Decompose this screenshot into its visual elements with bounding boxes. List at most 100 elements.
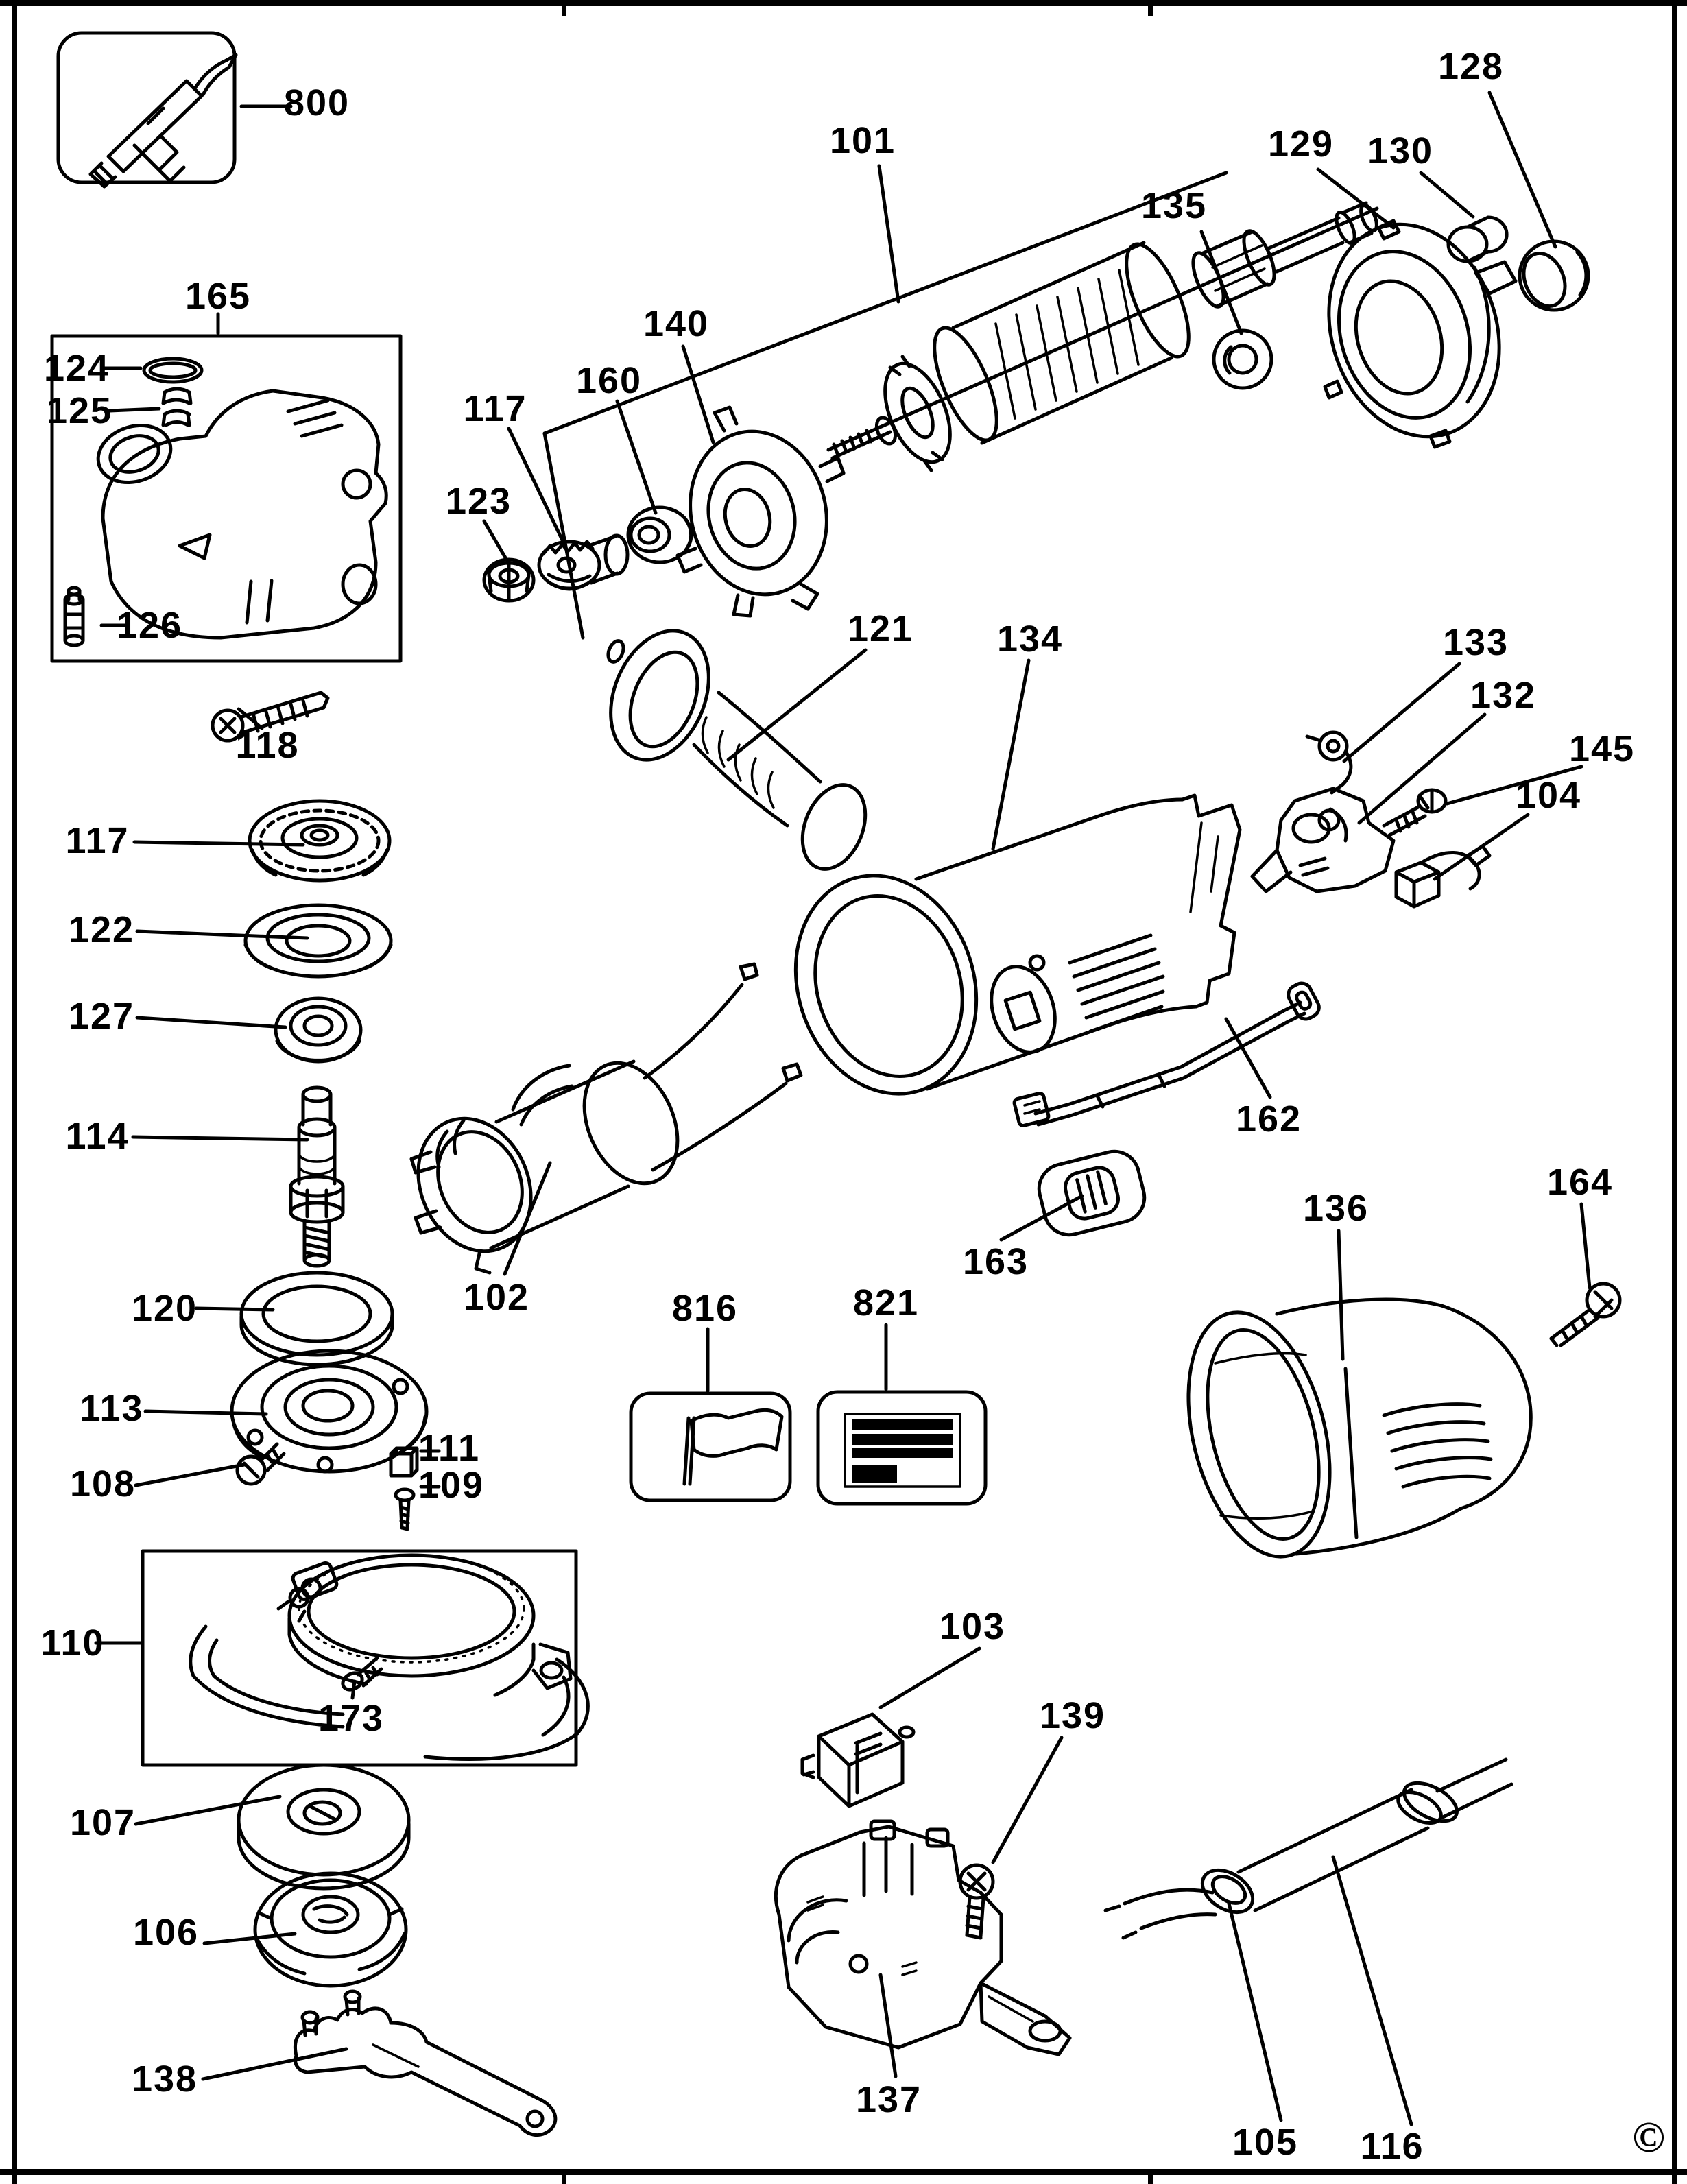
part-callout-162: 162 [1235, 1099, 1302, 1140]
ring-128-drawing [1518, 239, 1590, 312]
part-callout-104: 104 [1515, 775, 1582, 816]
brush-holder-132-drawing [1250, 787, 1396, 893]
gearcase-inset-165 [50, 334, 403, 663]
field-102-drawing [409, 962, 803, 1275]
leader-line-134 [991, 658, 1031, 851]
screw-145-drawing [1382, 788, 1448, 837]
cover-136-drawing [1186, 1297, 1533, 1559]
part-callout-165: 165 [184, 276, 252, 317]
assembly-bracket-1 [542, 171, 1228, 435]
part-callout-118: 118 [235, 725, 300, 766]
pin-wrench-138-drawing [294, 1989, 558, 2137]
screw-164-drawing [1549, 1282, 1622, 1347]
part-callout-821: 821 [852, 1282, 920, 1323]
leader-line-129 [1316, 167, 1396, 230]
leader-line-117 [507, 427, 567, 548]
baffle-140-drawing [675, 405, 846, 618]
part-callout-130: 130 [1367, 130, 1434, 171]
leader-line-163 [999, 1194, 1084, 1242]
leader-line-116 [1331, 1855, 1413, 2126]
leader-line-160 [615, 399, 658, 515]
assembly-bracket-2 [542, 431, 585, 640]
part-callout-108: 108 [69, 1463, 136, 1504]
part-callout-138: 138 [131, 2059, 198, 2100]
leader-line-101 [877, 164, 900, 304]
leader-line-138 [201, 2047, 348, 2081]
leader-line-113 [143, 1409, 268, 1416]
bottom-column-divider-tick [1148, 2175, 1153, 2184]
part-callout-135: 135 [1140, 185, 1208, 226]
part-callout-117: 117 [65, 820, 130, 861]
part-callout-109: 109 [418, 1465, 485, 1506]
part-callout-800: 800 [283, 82, 350, 123]
leader-line-125 [108, 407, 161, 413]
leader-line-135 [1199, 230, 1243, 335]
bearing-135-drawing [1212, 328, 1273, 390]
screw-118-drawing [211, 691, 330, 743]
screw-139-drawing [958, 1863, 995, 1940]
certification-label-icon [816, 1390, 988, 1506]
end-cap-129-drawing [1323, 219, 1518, 449]
screw-108-drawing [235, 1442, 286, 1486]
switch-base-137-drawing [774, 1819, 1072, 2056]
part-callout-132: 132 [1470, 675, 1537, 716]
bearing-127-drawing [274, 996, 363, 1064]
leader-line-122 [135, 929, 309, 940]
lock-lever-162-drawing [1012, 981, 1321, 1127]
leader-line-127 [135, 1016, 287, 1029]
top-column-divider-tick [562, 6, 566, 16]
part-callout-121: 121 [847, 608, 914, 649]
leader-line-123 [482, 519, 511, 566]
part-callout-122: 122 [68, 909, 135, 950]
leader-line-103 [878, 1646, 981, 1709]
cap-163-drawing [1037, 1149, 1147, 1237]
leader-lines [94, 91, 1592, 2126]
part-callout-113: 113 [80, 1388, 144, 1429]
part-callout-134: 134 [996, 619, 1064, 660]
leader-line-114 [131, 1135, 309, 1142]
screw-109-drawing [394, 1487, 416, 1531]
part-callout-107: 107 [69, 1802, 136, 1843]
part-callout-120: 120 [131, 1288, 198, 1329]
leader-line-104 [1433, 813, 1530, 881]
part-callout-164: 164 [1546, 1162, 1614, 1203]
clamp-nut-106-drawing [253, 1871, 408, 1988]
part-callout-816: 816 [671, 1288, 739, 1329]
gasket-120-drawing [239, 1271, 394, 1367]
part-callout-140: 140 [643, 303, 710, 344]
spring-clip-133-drawing [1305, 730, 1353, 795]
leader-line-137 [878, 1973, 898, 2078]
leader-line-107 [134, 1795, 282, 1826]
armature-drawing [826, 201, 1379, 472]
bearing-160-drawing [626, 505, 693, 564]
flag-icon [629, 1391, 792, 1502]
part-callout-106: 106 [132, 1912, 200, 1953]
leader-line-117 [132, 840, 305, 847]
motor-housing-134-drawing [793, 793, 1242, 1096]
part-callout-173: 173 [318, 1698, 385, 1739]
part-callout-102: 102 [463, 1277, 530, 1318]
leader-line-128 [1487, 91, 1557, 249]
switch-button-103-drawing [800, 1712, 916, 1808]
leader-line-106 [202, 1932, 297, 1945]
inset-box-800 [56, 31, 238, 189]
leader-line-164 [1579, 1202, 1592, 1290]
leader-line-108 [134, 1463, 246, 1487]
bottom-column-divider-tick [562, 2175, 566, 2184]
leader-line-145 [1445, 765, 1583, 806]
spacer-130-drawing [1446, 215, 1509, 263]
leader-line-136 [1337, 1229, 1345, 1361]
square-nut-111-drawing [389, 1446, 419, 1478]
part-callout-110: 110 [40, 1622, 105, 1664]
spindle-114-drawing [289, 1085, 345, 1268]
part-callout-114: 114 [65, 1116, 130, 1157]
leader-line-102 [503, 1161, 552, 1276]
part-callout-129: 129 [1267, 123, 1335, 165]
bevel-gear-117-drawing [248, 799, 392, 883]
part-callout-126: 126 [116, 605, 183, 646]
leader-line-121 [726, 648, 868, 762]
cord-protector-drawing [1103, 1757, 1513, 1940]
leader-line-139 [991, 1736, 1064, 1864]
